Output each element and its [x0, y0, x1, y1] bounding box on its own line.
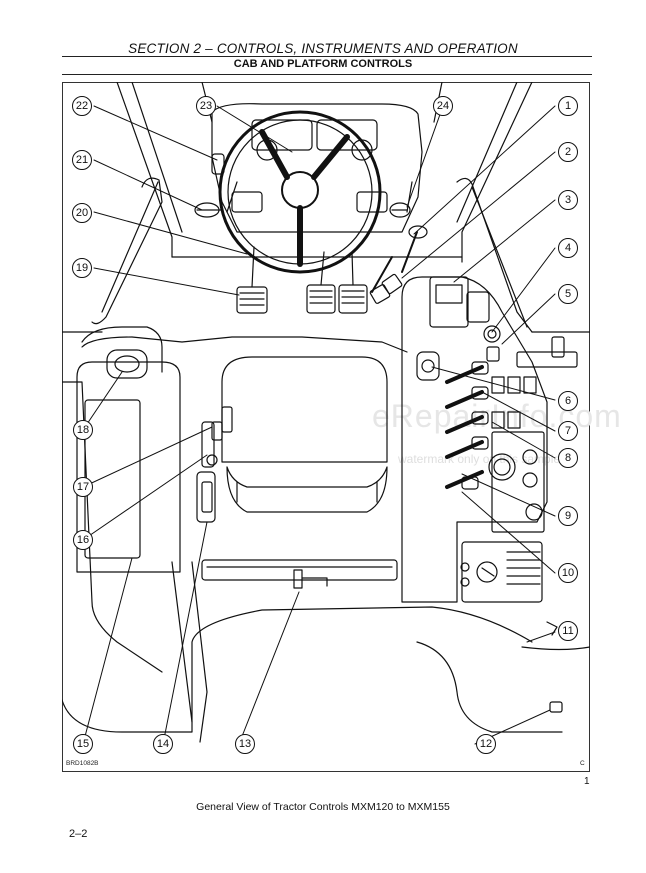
callout-24: 24: [433, 96, 453, 116]
callout-13: 13: [235, 734, 255, 754]
callout-6: 6: [558, 391, 578, 411]
callout-23: 23: [196, 96, 216, 116]
header-rule: [62, 56, 592, 57]
throttle-lever: [371, 225, 428, 295]
operator-seat: [211, 356, 388, 513]
steering-wheel: [194, 110, 411, 274]
subheader-rule: [62, 74, 592, 75]
callout-17: 17: [73, 477, 93, 497]
callout-7: 7: [558, 421, 578, 441]
callout-16: 16: [73, 530, 93, 550]
callout-19: 19: [72, 258, 92, 278]
callout-5: 5: [558, 284, 578, 304]
right-console: [401, 276, 578, 603]
callout-18: 18: [73, 420, 93, 440]
callout-20: 20: [72, 203, 92, 223]
left-console: [76, 326, 218, 573]
corner-letter: C: [580, 760, 585, 767]
figure-number: 1: [584, 776, 590, 787]
callout-14: 14: [153, 734, 173, 754]
callout-12: 12: [476, 734, 496, 754]
subsection-title: CAB AND PLATFORM CONTROLS: [233, 58, 413, 70]
callout-4: 4: [558, 238, 578, 258]
drawing-code: BRD1082B: [66, 760, 99, 767]
callout-1: 1: [558, 96, 578, 116]
rear-panel: [201, 559, 398, 589]
section-title: SECTION 2 – CONTROLS, INSTRUMENTS AND OP…: [128, 41, 518, 56]
callout-3: 3: [558, 190, 578, 210]
right-fender: [416, 621, 590, 733]
figure-frame: [62, 82, 590, 772]
callout-21: 21: [72, 150, 92, 170]
watermark-note: watermark only on this sample: [398, 452, 561, 466]
callout-10: 10: [558, 563, 578, 583]
callout-8: 8: [558, 448, 578, 468]
callout-11: 11: [558, 621, 578, 641]
tractor-cab-drawing: BRD1082B C: [62, 82, 590, 767]
leader-lines: [82, 105, 556, 745]
pedals: [236, 246, 391, 314]
cab-floor: [62, 336, 533, 743]
callout-2: 2: [558, 142, 578, 162]
callout-15: 15: [73, 734, 93, 754]
figure-caption: General View of Tractor Controls MXM120 …: [196, 801, 450, 813]
callout-22: 22: [72, 96, 92, 116]
callout-9: 9: [558, 506, 578, 526]
page-number: 2–2: [69, 828, 88, 840]
dashboard: [211, 103, 423, 233]
